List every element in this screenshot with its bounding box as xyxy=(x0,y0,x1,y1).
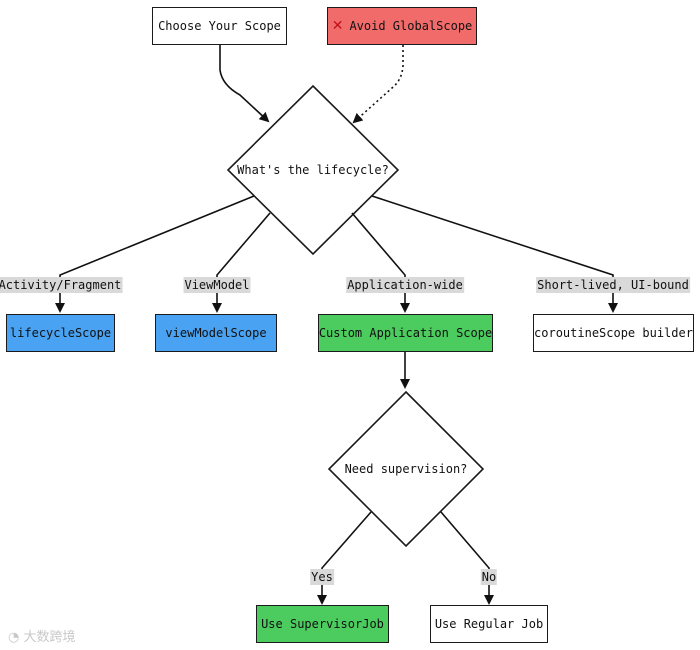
lifecycle-decision-diamond xyxy=(226,84,400,256)
edge-choose-to-lifecycle xyxy=(219,45,270,123)
use-regular-job-label: Use Regular Job xyxy=(434,617,544,631)
edge-supervision-no xyxy=(440,511,494,605)
use-supervisorjob-node: Use SupervisorJob xyxy=(256,605,389,643)
lifecyclescope-label: lifecycleScope xyxy=(9,326,112,340)
lifecyclescope-node: lifecycleScope xyxy=(6,314,115,352)
edge-label-yes: Yes xyxy=(310,569,334,585)
edge-lifecycle-shortlived xyxy=(371,195,618,313)
edge-label-short-lived: Short-lived, UI-bound xyxy=(536,277,690,293)
cross-mark-icon: ✕ xyxy=(331,18,344,34)
coroutinescope-builder-label: coroutineScope builder xyxy=(534,326,693,340)
custom-application-scope-label: Custom Application Scope xyxy=(318,326,493,340)
choose-scope-node: Choose Your Scope xyxy=(152,7,287,45)
edge-supervision-yes xyxy=(317,511,372,605)
use-supervisorjob-label: Use SupervisorJob xyxy=(261,617,384,631)
edge-lifecycle-activity xyxy=(55,195,255,313)
avoid-globalscope-node: ✕ Avoid GlobalScope xyxy=(327,7,477,45)
coroutinescope-builder-node: coroutineScope builder xyxy=(533,314,694,352)
edge-label-activity-fragment: Activity/Fragment xyxy=(0,277,123,293)
choose-scope-label: Choose Your Scope xyxy=(158,19,281,33)
viewmodelscope-label: viewModelScope xyxy=(165,326,267,340)
edge-lifecycle-viewmodel xyxy=(212,212,271,313)
edge-label-no: No xyxy=(480,569,498,585)
watermark-text: 大数跨境 xyxy=(23,630,76,645)
custom-application-scope-node: Custom Application Scope xyxy=(318,314,493,352)
viewmodelscope-node: viewModelScope xyxy=(155,314,277,352)
avoid-globalscope-label: Avoid GlobalScope xyxy=(349,19,473,33)
watermark-logo-icon: ◔ xyxy=(8,630,20,645)
edge-label-application-wide: Application-wide xyxy=(346,277,464,293)
use-regular-job-node: Use Regular Job xyxy=(430,605,548,643)
watermark: ◔ 大数跨境 xyxy=(8,626,76,645)
lifecycle-question: What's the lifecycle? xyxy=(237,163,389,177)
edge-label-viewmodel: ViewModel xyxy=(183,277,251,293)
edge-lifecycle-appwide xyxy=(351,212,410,313)
supervision-question: Need supervision? xyxy=(344,462,468,476)
supervision-decision-diamond xyxy=(327,390,485,548)
edge-avoid-to-lifecycle xyxy=(352,45,404,124)
